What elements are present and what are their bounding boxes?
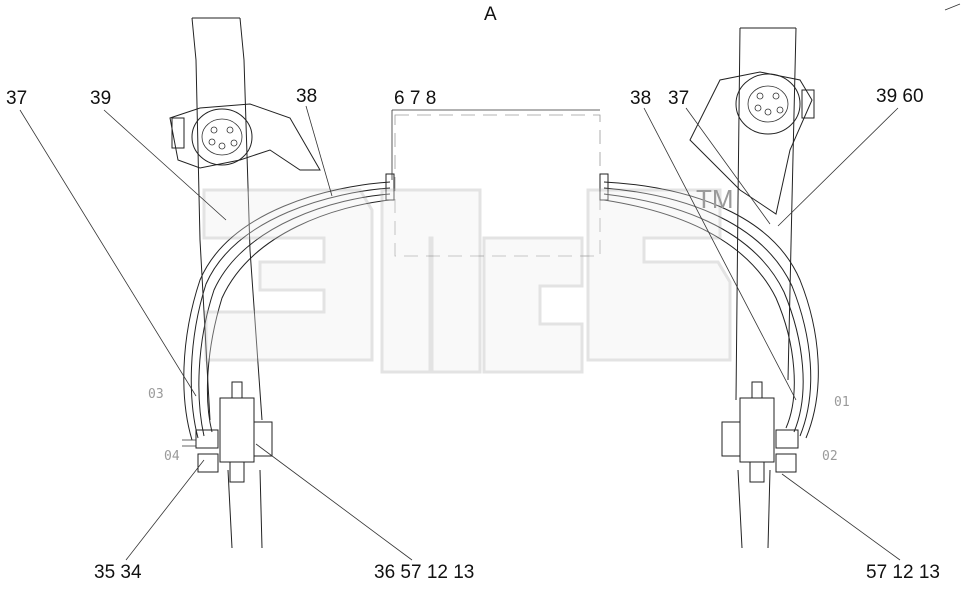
leader-lines: [19, 105, 901, 561]
callout-3534: 35 34: [94, 562, 142, 583]
right-column: [735, 27, 797, 549]
port-mark-02: 02: [822, 449, 838, 464]
callout-37-right: 37: [668, 88, 689, 109]
callout-36: 36 57 12 13: [374, 562, 474, 583]
port-mark-04: 04: [164, 449, 180, 464]
left-valve-block: [182, 381, 273, 483]
callout-678: 6 7 8: [394, 88, 436, 109]
right-wheel-hub: [689, 71, 815, 215]
callout-3960: 39 60: [876, 86, 924, 107]
callout-38-right: 38: [630, 88, 651, 109]
watermark-tm: TM: [696, 184, 734, 214]
callout-37-left: 37: [6, 88, 27, 109]
left-column: [191, 17, 263, 549]
watermark-logo: TM: [202, 184, 734, 374]
corner-mark: [944, 3, 961, 11]
port-mark-03: 03: [148, 387, 164, 402]
center-dashed-frame: [394, 114, 601, 257]
callout-39-left: 39: [90, 88, 111, 109]
left-wheel-hub: [169, 103, 321, 171]
right-valve-block: [721, 381, 799, 483]
hose-bundle: [183, 173, 819, 441]
callout-571213: 57 12 13: [866, 562, 940, 583]
port-mark-01: 01: [834, 395, 850, 410]
callout-38-left: 38: [296, 86, 317, 107]
view-label: A: [484, 4, 497, 25]
